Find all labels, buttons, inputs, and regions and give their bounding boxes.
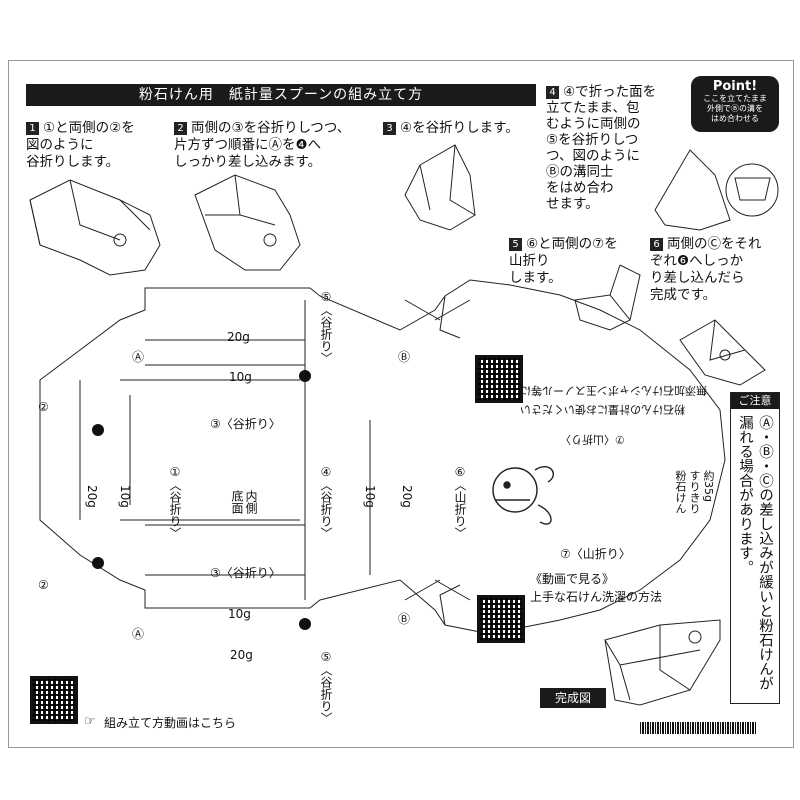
label-inner-bottom: 内側 底面 <box>230 490 258 514</box>
instruction-sheet <box>8 60 794 748</box>
page-title: 粉石けん用 紙計量スプーンの組み立て方 <box>26 84 536 106</box>
step-1-text: ①と両側の②を 図のように 谷折りします。 <box>26 120 135 170</box>
label-fold-5-top: ⑤〈谷折り〉 <box>319 290 333 364</box>
qr-code-top[interactable] <box>475 355 523 403</box>
label-fold-4: ④〈谷折り〉 <box>319 465 333 539</box>
step-2-illustration <box>194 174 301 271</box>
qr-code-footer[interactable] <box>30 676 78 724</box>
label-10g-bottom: 10g <box>228 607 251 621</box>
label-20g-bottom: 20g <box>230 648 253 662</box>
point-text: ここを立てたまま 外側でⒷの溝を はめ合わせる <box>703 94 767 123</box>
step-4-illustration <box>654 149 779 231</box>
capacity-line-3: 約35g <box>702 470 715 502</box>
label-fold-3-bottom: ③〈谷折り〉 <box>210 566 281 580</box>
barcode <box>640 722 756 734</box>
point-title: Point! <box>712 79 758 94</box>
video-line-1: 《動画で見る》 <box>530 572 615 586</box>
step-6-illustration <box>679 319 766 386</box>
insert-markers <box>92 370 311 630</box>
step-number: 1 <box>26 122 39 135</box>
label-2-top: ② <box>38 400 49 414</box>
step-1-illustration <box>29 179 161 276</box>
step-number: 3 <box>383 122 396 135</box>
step-3-illustration <box>404 144 476 231</box>
step-6-text: 両側のⒸをそれ ぞれ❻へしっか り差し込んだら 完成です。 <box>650 236 762 303</box>
label-10g-middle: 10g <box>363 485 377 508</box>
caution-text: Ⓐ・Ⓑ・Ⓒの差し込みが緩いと粉石けんが 漏れる場合があります。 <box>737 415 773 691</box>
caution-title: ご注意 <box>731 393 779 409</box>
step-5-illustration <box>574 264 641 331</box>
step-5-text: ⑥と両側の⑦を 山折り します。 <box>509 236 618 286</box>
step-2-text: 両側の③を谷折りしつつ、 片方ずつ順番にⒶを❹へ しっかり差し込みます。 <box>174 120 351 170</box>
label-2-bottom: ② <box>38 578 49 592</box>
mascot-icon <box>492 465 554 525</box>
step-3: 3 ④を谷折りします。 <box>383 120 519 137</box>
step-number: 4 <box>546 86 559 99</box>
label-A-top: Ⓐ <box>132 350 145 364</box>
label-20g-middle: 20g <box>400 485 414 508</box>
step-number: 6 <box>650 238 663 251</box>
step-4-text: ④で折った面を 立てたまま、包 むように両側の ⑤を谷折りしつ つ、図のように … <box>546 84 657 212</box>
step-number: 2 <box>174 122 187 135</box>
label-B-top: Ⓑ <box>398 350 411 364</box>
hand-pointer-icon: ☞ <box>84 714 96 729</box>
caution-box: ご注意 Ⓐ・Ⓑ・Ⓒの差し込みが緩いと粉石けんが 漏れる場合があります。 <box>730 392 780 704</box>
label-20g-left: 20g <box>85 485 99 508</box>
capacity-line-2: すりきり <box>688 470 701 514</box>
completed-label: 完成図 <box>540 688 606 708</box>
point-callout: Point! ここを立てたまま 外側でⒷの溝を はめ合わせる <box>691 76 779 132</box>
step-3-text: ④を谷折りします。 <box>400 120 519 136</box>
label-20g-top: 20g <box>227 330 250 344</box>
completed-illustration <box>604 619 721 706</box>
label-A-bottom: Ⓐ <box>132 627 145 641</box>
template-outline <box>39 279 726 633</box>
reverse-text-1: 無添加石けんシャボン玉スノール等に <box>520 384 707 397</box>
label-B-bottom: Ⓑ <box>398 612 411 626</box>
label-fold-5-bottom: ⑤〈谷折り〉 <box>319 650 333 724</box>
video-line-2: 上手な石けん洗濯の方法 <box>530 590 663 604</box>
label-fold-3-top: ③〈谷折り〉 <box>210 417 281 431</box>
reverse-text-2: 粉石けんの計量にお使いください <box>520 403 685 416</box>
footer-video-link[interactable]: 組み立て方動画はこちら <box>104 716 237 730</box>
capacity-line-1: 粉石けん <box>674 470 687 514</box>
step-number: 5 <box>509 238 522 251</box>
label-10g-top: 10g <box>229 370 252 384</box>
label-fold-7-bottom: ⑦〈山折り〉 <box>560 547 631 561</box>
label-10g-left: 10g <box>118 485 132 508</box>
label-fold-1: ①〈谷折り〉 <box>168 465 182 539</box>
label-fold-6: ⑥〈山折り〉 <box>453 465 467 539</box>
label-fold-7-top: ⑦〈山折り〉 <box>560 433 625 446</box>
qr-code-bottom[interactable] <box>477 595 525 643</box>
